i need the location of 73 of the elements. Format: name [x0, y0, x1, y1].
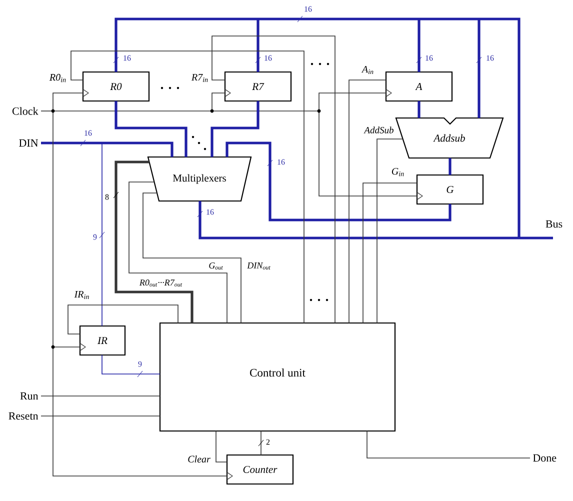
signal-line — [128, 182, 228, 324]
counter-box: Counter — [226, 454, 294, 485]
bus-width-label: 16 — [124, 55, 131, 61]
bus-line — [418, 19, 420, 72]
signal-line — [102, 354, 160, 374]
bus-width-label: 9 — [138, 361, 142, 367]
signal-line — [260, 430, 262, 456]
edge-label: R0$_{in}$ — [49, 74, 66, 82]
edge-label: G$_{in}$ — [392, 168, 404, 176]
bus-line — [114, 101, 188, 157]
bus-line — [102, 142, 174, 157]
signal-line — [52, 88, 89, 112]
register-box: R7 — [224, 71, 292, 102]
register-box: IR — [79, 325, 126, 356]
bus-line — [198, 201, 519, 240]
edge-label: R7$_{in}$ — [191, 74, 208, 82]
bus-line — [448, 158, 452, 175]
edge-label: AddSub — [364, 126, 394, 134]
bus-width-label: 16 — [486, 55, 494, 61]
signal-line — [52, 110, 54, 348]
bus-line — [478, 19, 480, 118]
signal-line — [318, 88, 392, 112]
register-box: R0 — [82, 71, 150, 102]
edge-label: G$_{out}$ — [209, 262, 223, 270]
bus-width-label: 16 — [264, 55, 272, 61]
signal-line — [376, 138, 404, 324]
bus-line — [519, 236, 553, 240]
bus-line — [41, 142, 102, 144]
register-box: G — [416, 174, 484, 205]
bus-width-label: 16 — [426, 55, 433, 61]
multiplexer-block: Multiplexers — [147, 156, 252, 202]
bus-width-label: 8 — [105, 194, 109, 200]
bus-line — [258, 18, 419, 20]
signal-line — [212, 110, 320, 112]
signal-label: Resetn — [8, 412, 38, 420]
bus-line — [114, 160, 194, 323]
signal-label: Done — [533, 454, 556, 462]
bus-line — [226, 142, 452, 222]
bus-line — [479, 18, 520, 238]
bus-width-label: 16 — [206, 209, 214, 215]
signal-line — [212, 88, 231, 112]
signal-label: Run — [20, 392, 38, 400]
signal-line — [40, 110, 54, 112]
bus-line — [418, 101, 420, 118]
signal-line — [362, 182, 418, 324]
bus-width-label: 16 — [304, 6, 312, 12]
bus-line — [419, 18, 479, 20]
bus-width-label: 9 — [93, 234, 97, 240]
signal-line — [212, 36, 336, 324]
bus-width-label: 16 — [84, 130, 92, 136]
signal-label: DIN — [19, 139, 38, 147]
register-box: A — [385, 71, 453, 102]
edge-label: Clear — [188, 455, 210, 463]
signal-line — [216, 430, 228, 462]
control-unit-box: Control unit — [159, 322, 396, 432]
bus-line — [256, 19, 260, 72]
bus-line — [114, 18, 258, 72]
signal-line — [68, 304, 178, 334]
edge-label: DIN$_{out}$ — [247, 262, 270, 270]
signal-line — [52, 110, 212, 112]
edge-label: Bus — [546, 220, 562, 228]
bus-width-label: 16 — [278, 159, 285, 165]
bus-line — [210, 101, 260, 157]
signal-line — [142, 192, 242, 324]
signal-line — [70, 50, 304, 324]
edge-label: IR$_{in}$ — [74, 290, 89, 300]
signal-line — [348, 80, 386, 324]
adder-subtractor-block: Addsub — [395, 117, 504, 159]
signal-label: Clock — [12, 107, 38, 115]
bus-width-label: 2 — [266, 439, 270, 445]
edge-label: A$_{in}$ — [361, 66, 374, 74]
edge-label: R0$_{out}$···R7$_{out}$ — [139, 279, 182, 287]
signal-line — [366, 430, 530, 458]
